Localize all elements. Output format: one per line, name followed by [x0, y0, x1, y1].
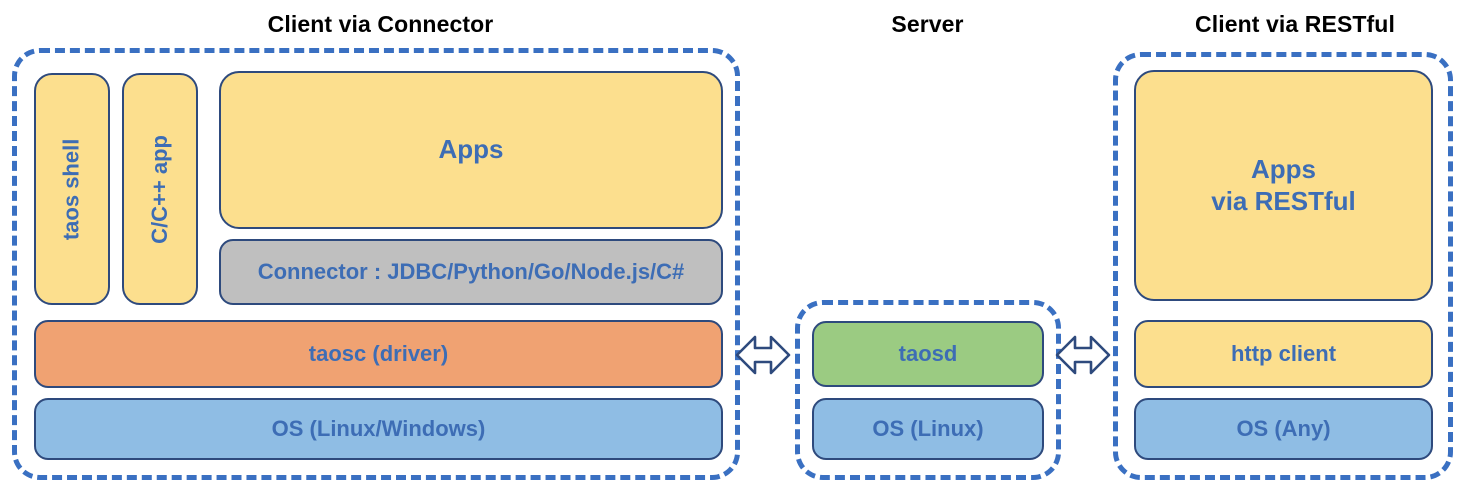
block-taos-shell-label: taos shell: [58, 138, 84, 240]
block-taosd-label: taosd: [898, 340, 958, 366]
block-apps-connector[interactable]: Apps: [219, 71, 723, 229]
section-title-client-restful: Client via RESTful: [1195, 11, 1395, 37]
block-apps-connector-label: Apps: [438, 134, 504, 165]
block-taosd[interactable]: taosd: [812, 321, 1044, 387]
block-os-any[interactable]: OS (Any): [1134, 398, 1433, 460]
group-server: [795, 300, 1061, 480]
group-client-via-connector: [12, 48, 740, 480]
block-os-linux-windows[interactable]: OS (Linux/Windows): [34, 398, 723, 460]
group-client-via-restful: [1113, 52, 1453, 480]
block-apps-via-restful[interactable]: Apps via RESTful: [1134, 70, 1433, 301]
block-apps-via-restful-label: Apps via RESTful: [1211, 153, 1356, 216]
double-arrow-icon-server-to-restful: [1055, 331, 1111, 379]
block-connector-list[interactable]: Connector : JDBC/Python/Go/Node.js/C#: [219, 239, 723, 305]
block-c-cpp-app[interactable]: C/C++ app: [122, 73, 198, 305]
block-os-linux[interactable]: OS (Linux): [812, 398, 1044, 460]
block-taosc-driver-label: taosc (driver): [308, 340, 449, 366]
double-arrow-icon-client-to-server: [735, 331, 791, 379]
block-os-linux-label: OS (Linux): [872, 415, 984, 441]
block-http-client-label: http client: [1230, 340, 1337, 366]
block-os-any-label: OS (Any): [1236, 415, 1331, 441]
block-http-client[interactable]: http client: [1134, 320, 1433, 388]
block-connector-list-label: Connector : JDBC/Python/Go/Node.js/C#: [257, 258, 685, 284]
block-c-cpp-app-label: C/C++ app: [146, 134, 172, 244]
block-taosc-driver[interactable]: taosc (driver): [34, 320, 723, 388]
block-taos-shell[interactable]: taos shell: [34, 73, 110, 305]
section-title-server: Server: [891, 11, 964, 37]
section-title-client-connector: Client via Connector: [267, 11, 494, 37]
block-os-linux-windows-label: OS (Linux/Windows): [271, 415, 486, 441]
